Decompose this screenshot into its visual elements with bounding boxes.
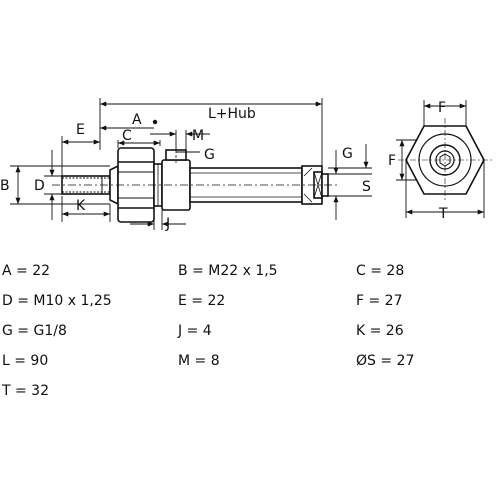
label-l-hub: L+Hub	[208, 106, 256, 122]
label-b: B	[0, 178, 10, 194]
spec-j: J = 4	[178, 323, 212, 339]
spec-f: F = 27	[356, 293, 403, 309]
cylinder-technical-drawing: L+Hub A E C M G B D K J G S F F T	[0, 98, 492, 232]
spec-k: K = 26	[356, 323, 404, 339]
end-view	[396, 100, 492, 218]
spec-m: M = 8	[178, 353, 220, 369]
label-g-end: G	[342, 146, 353, 162]
spec-l: L = 90	[2, 353, 49, 369]
spec-d: D = M10 x 1,25	[2, 293, 112, 309]
cylinder-head	[161, 149, 191, 211]
spec-e: E = 22	[178, 293, 226, 309]
spec-s: ØS = 27	[356, 353, 415, 369]
label-m: M	[192, 128, 204, 144]
dimension-spec-list: A = 22 B = M22 x 1,5 C = 28 D = M10 x 1,…	[0, 258, 500, 408]
spec-t: T = 32	[2, 383, 49, 399]
dimension-labels: L+Hub A E C M G B D K J G S	[0, 106, 371, 232]
label-f-top: F	[438, 100, 446, 116]
label-a: A	[132, 112, 142, 128]
label-k: K	[76, 198, 86, 214]
label-f-side: F	[388, 153, 396, 169]
spec-g: G = G1/8	[2, 323, 67, 339]
spec-c: C = 28	[356, 263, 405, 279]
label-j: J	[165, 216, 170, 232]
side-view	[52, 147, 338, 223]
dimension-lines	[10, 98, 372, 230]
label-e: E	[76, 122, 85, 138]
end-view-labels: F F T	[388, 100, 448, 222]
spec-b: B = M22 x 1,5	[178, 263, 278, 279]
label-d: D	[34, 178, 45, 194]
label-s: S	[362, 179, 371, 195]
label-g-port: G	[204, 147, 215, 163]
reference-dot	[152, 119, 158, 125]
label-c: C	[122, 128, 132, 144]
spec-a: A = 22	[2, 263, 51, 279]
label-t: T	[438, 206, 448, 222]
